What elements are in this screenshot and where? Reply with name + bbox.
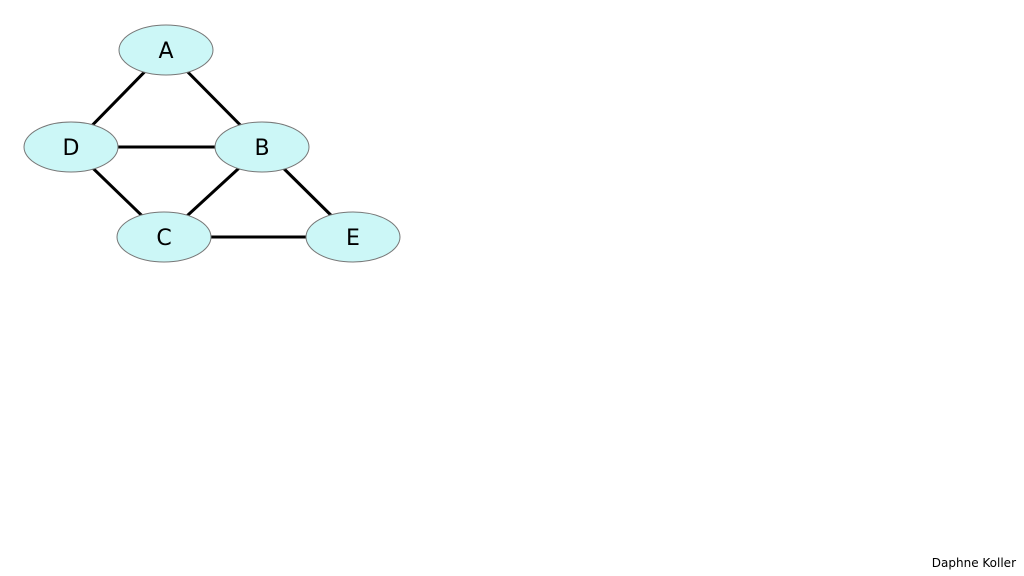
node-c: C <box>116 211 212 263</box>
node-ellipse <box>116 211 212 263</box>
author-credit: Daphne Koller <box>931 556 1016 570</box>
node-b: B <box>214 121 310 173</box>
node-ellipse <box>118 24 214 76</box>
node-ellipse <box>23 121 119 173</box>
node-label: E <box>346 226 360 251</box>
node-d: D <box>23 121 119 173</box>
node-e: E <box>305 211 401 263</box>
node-ellipse <box>214 121 310 173</box>
node-label: C <box>156 226 171 251</box>
node-label: D <box>63 136 80 161</box>
graph-nodes: A D B C E <box>23 24 401 263</box>
node-label: A <box>158 39 173 64</box>
node-a: A <box>118 24 214 76</box>
node-label: B <box>254 136 269 161</box>
node-ellipse <box>305 211 401 263</box>
